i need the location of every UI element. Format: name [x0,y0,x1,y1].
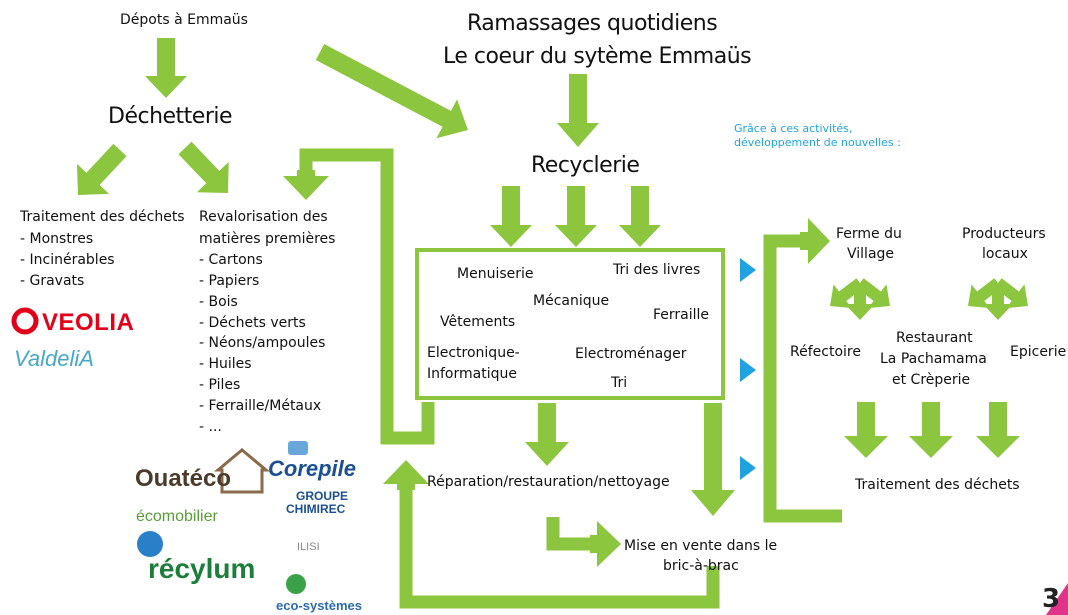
page-number: 3 [1042,584,1061,614]
arrow-elbow-head [590,521,621,567]
arrow-restaurant-to-traitement [909,402,953,458]
recylum-globe-icon [137,531,163,557]
traitement-title: Traitement des déchets [20,209,185,225]
note-line-2: développement de nouvelles : [734,136,901,149]
producteurs-line-1: Producteurs [962,226,1046,242]
reparation-label: Réparation/restauration/nettoyage [427,474,670,490]
dechetterie-label: Déchetterie [108,104,233,129]
arrow-recyclerie-2 [555,186,597,247]
box-vetements: Vêtements [440,314,516,330]
box-tri-livres: Tri des livres [613,262,701,278]
traitement-item: - Monstres [20,231,94,247]
restaurant-line-1: Restaurant [896,330,973,346]
coeur-subtitle: Le coeur du sytème Emmaüs [443,44,752,69]
ecosystemes-globe-icon [286,574,306,594]
box-electronique: Electronique- [427,345,520,361]
restaurant-line-3: et Crèperie [892,372,971,388]
arrow-box-to-mise-en-vente [691,403,735,516]
revalorisation-item: - Papiers [199,273,260,289]
loop-bottom-return [399,475,720,609]
fork-ferme-down [845,283,875,320]
restaurant-line-2: La Pachamama [880,351,987,367]
arrow-to-revalorisation [178,141,229,193]
revalorisation-title: matières premières [199,231,336,247]
arrow-refectoire-to-traitement [844,402,888,458]
veolia-logo: VEOLIA [42,309,135,336]
revalorisation-item: - Huiles [199,356,252,372]
right-traitement-label: Traitement des déchets [855,477,1020,493]
arrow-to-traitement [76,143,127,195]
ramassages-title: Ramassages quotidiens [467,11,718,36]
box-informatique: Informatique [427,366,517,382]
blue-triangle-1 [740,258,756,282]
box-menuiserie: Menuiserie [457,266,534,282]
page-corner-accent [1046,583,1068,615]
loop-to-revalorisation [299,148,435,445]
arrow-loop-revalorisation-head [283,170,329,200]
fork-producteurs-right [994,278,1028,309]
corepile-logo: Corepile [268,456,357,481]
producteurs-line-2: locaux [982,246,1028,262]
traitement-item: - Incinérables [20,252,115,268]
ecomobilier-logo: écomobilier [136,508,218,525]
ouateco-house-icon [213,448,271,494]
recylum-logo: récylum [148,553,256,584]
note-line-1: Grâce à ces activités, [734,122,853,135]
arrow-depots-to-dechetterie [145,38,187,98]
revalorisation-item: - Cartons [199,252,263,268]
blue-triangle-2 [740,358,756,382]
depots-label: Dépots à Emmaüs [120,12,248,28]
corepile-battery-icon [288,441,308,455]
box-tri: Tri [611,375,628,391]
box-electromenager: Electroménager [575,346,687,362]
recyclerie-label: Recyclerie [531,153,640,178]
mise-en-vente-line-1: Mise en vente dans le [624,538,778,554]
revalorisation-item: - Déchets verts [199,315,306,331]
veolia-icon [11,307,39,335]
mise-en-vente-line-2: bric-à-brac [663,558,739,574]
epicerie-label: Epicerie [1010,344,1067,360]
ferme-line-2: Village [847,246,895,262]
ferme-line-1: Ferme du [836,226,902,242]
chimirec-logo-name: CHIMIREC [286,502,346,516]
revalorisation-item: - Bois [199,294,238,310]
valdelia-logo: ValdeliA [14,346,94,371]
revalorisation-item: - Piles [199,377,241,393]
fork-ferme-right [856,278,890,309]
revalorisation-item: - Néons/ampoules [199,335,326,351]
arrow-box-to-reparation [525,403,569,466]
ouateco-logo: Ouatéco [135,465,232,492]
arrow-epicerie-to-traitement [976,402,1020,458]
refectoire-label: Réfectoire [790,344,861,360]
fork-producteurs-down [983,283,1013,320]
elbow-reparation-to-mise-en-vente [546,517,596,551]
revalorisation-item: - ... [199,419,222,435]
ilisi-logo: ILISI [297,541,320,553]
chimirec-logo: GROUPE [296,489,349,503]
arrow-recyclerie-3 [619,186,661,247]
revalorisation-title: Revalorisation des [199,209,328,225]
arrow-bottom-loop-head [383,460,429,490]
right-bracket [763,234,842,523]
revalorisation-item: - Ferraille/Métaux [199,398,322,414]
box-ferraille: Ferraille [653,307,710,323]
box-mecanique: Mécanique [533,293,610,309]
arrow-to-ferme [800,218,830,264]
arrow-depots-to-recyclerie [315,44,468,139]
arrow-recyclerie-1 [490,186,532,247]
activities-box [415,248,725,400]
arrow-ramassages-to-recyclerie [557,74,599,147]
ecosystemes-logo: eco-systèmes [276,598,362,613]
traitement-item: - Gravats [20,273,85,289]
blue-triangle-3 [740,456,756,480]
